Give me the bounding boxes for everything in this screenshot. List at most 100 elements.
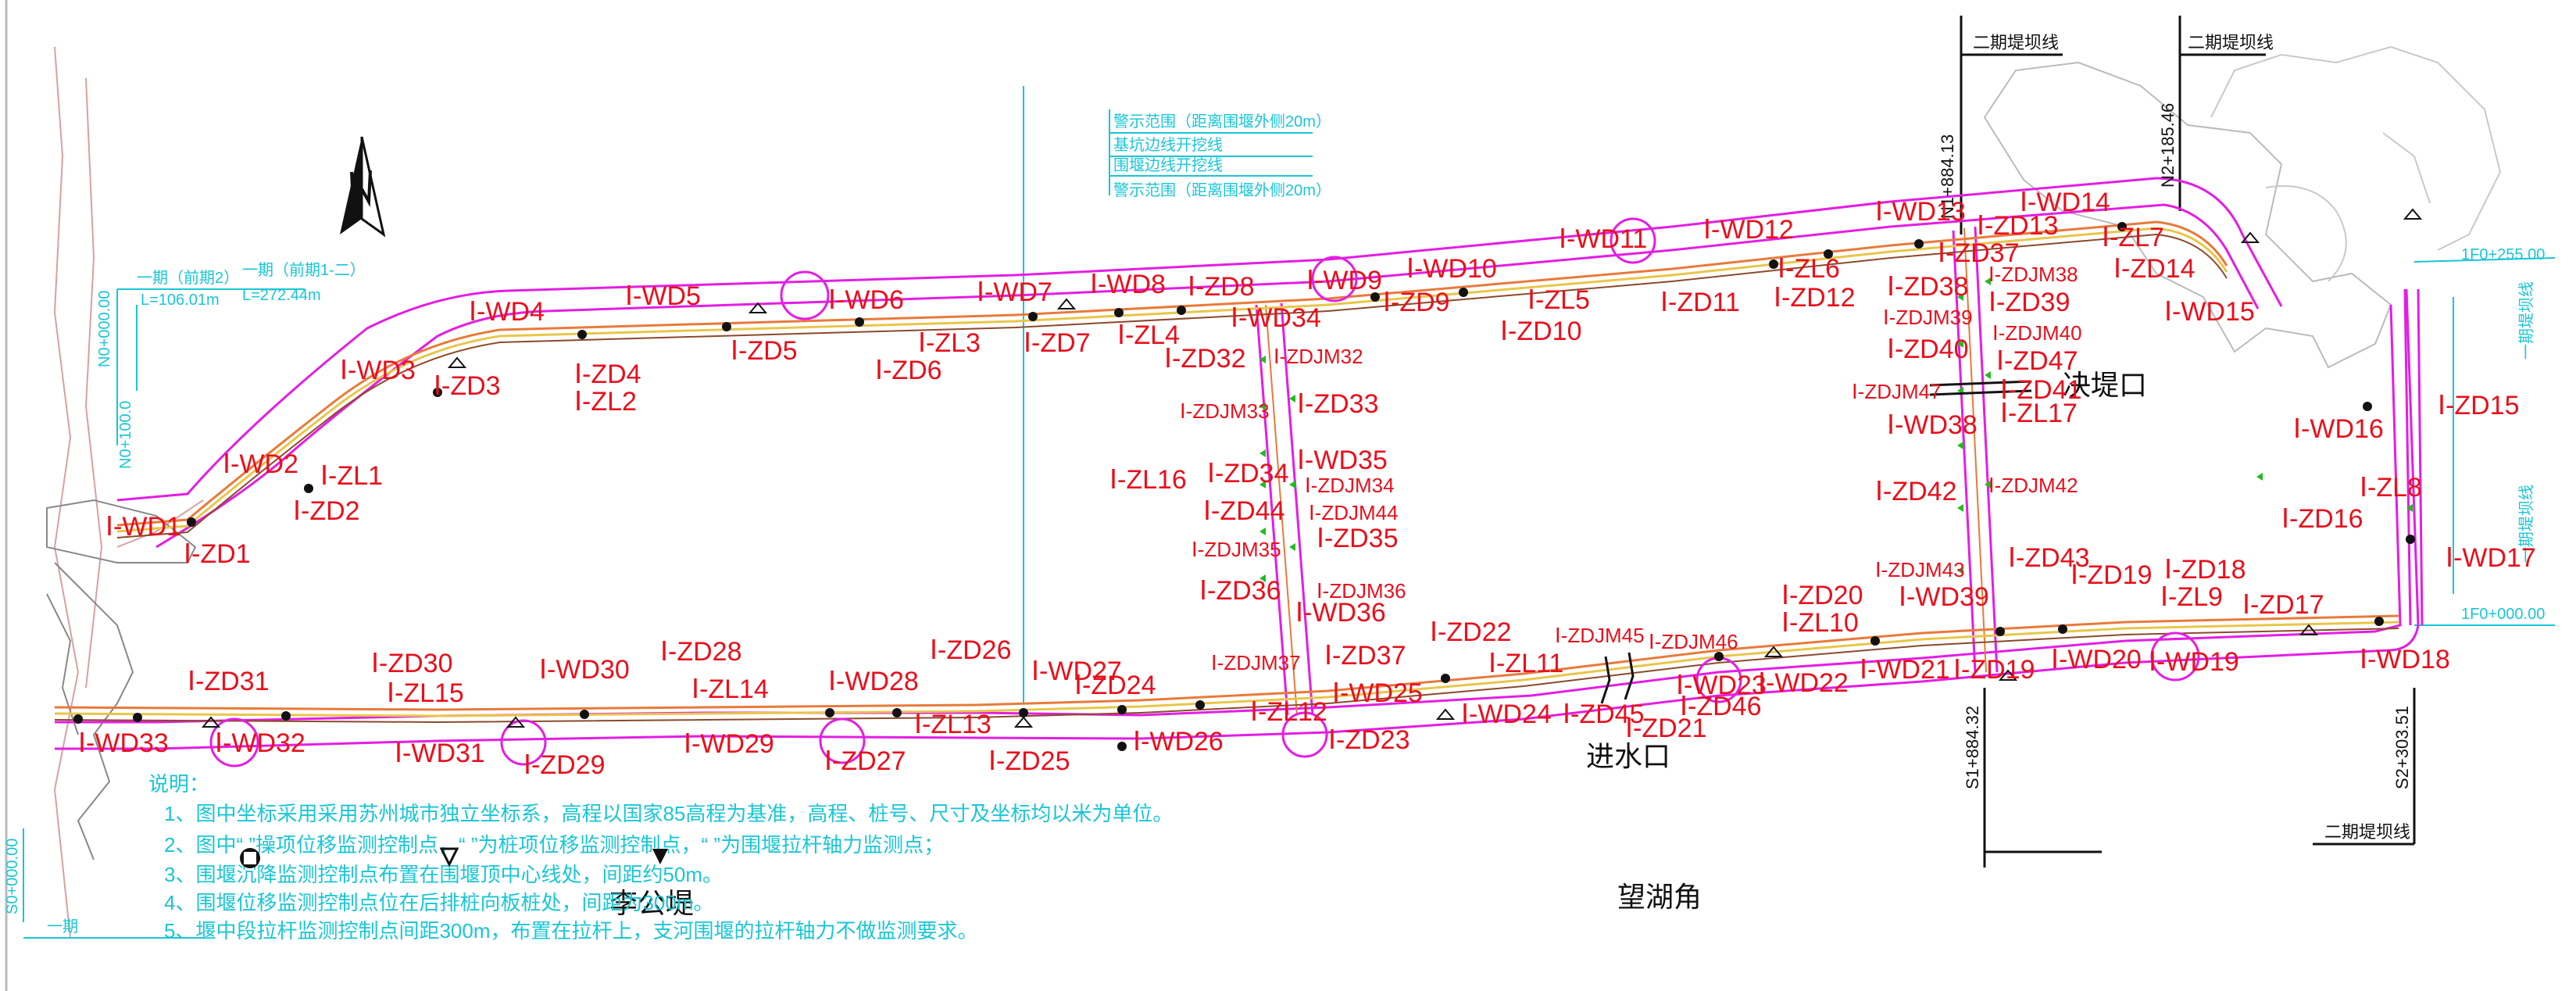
point-label-zd18: Ⅰ-ZD18	[2164, 555, 2246, 585]
station-lines	[1960, 16, 2416, 868]
point-label-zd16: Ⅰ-ZD16	[2281, 504, 2363, 534]
point-label-wd31: Ⅰ-WD31	[395, 739, 485, 768]
point-label-zdjm47: Ⅰ-ZDJM47	[1852, 380, 1942, 403]
point-label-zd10: Ⅰ-ZD10	[1500, 317, 1582, 346]
point-label-zd27: Ⅰ-ZD27	[824, 746, 906, 776]
point-label-wd3: Ⅰ-WD3	[340, 356, 416, 385]
point-label-zd13: Ⅰ-ZD13	[1977, 211, 2059, 241]
point-label-zd45: Ⅰ-ZD45	[1563, 699, 1645, 729]
point-label-zl12: Ⅰ-ZL12	[1250, 697, 1327, 727]
point-label-zl1: Ⅰ-ZL1	[320, 461, 383, 491]
place-wang-hu-jiao: 望湖角	[1617, 881, 1702, 913]
point-label-zl8: Ⅰ-ZL8	[2360, 473, 2422, 503]
station-s2: S2+303.51	[2392, 706, 2412, 789]
point-label-zd5: Ⅰ-ZD5	[731, 336, 798, 366]
point-label-wd10: Ⅰ-WD10	[1406, 254, 1497, 284]
outer-alert-boundary	[55, 177, 2420, 750]
station-labels: N1+884.13 N2+185.46 S1+884.32 S2+303.51 …	[4, 33, 2545, 936]
point-label-zl16: Ⅰ-ZL16	[1109, 465, 1187, 495]
notes-line4: 4、围堰位移监测控制点位在后排桩向板桩处，间距为300m。	[164, 891, 714, 914]
point-label-zd4: Ⅰ-ZD4	[574, 360, 641, 389]
point-label-zl14: Ⅰ-ZL14	[691, 674, 769, 704]
point-label-wd25: Ⅰ-WD25	[1332, 678, 1423, 708]
point-label-zl6: Ⅰ-ZL6	[1777, 254, 1840, 284]
station-m0: N0+100.0	[117, 401, 134, 469]
point-label-wd20: Ⅰ-WD20	[2051, 645, 2142, 674]
place-li-gong-di: 李公堤	[609, 887, 694, 919]
station-s1: S1+884.32	[1963, 706, 1982, 789]
point-label-wd17: Ⅰ-WD17	[2446, 543, 2536, 573]
legend-l1: 警示范围（距离围堰外侧20m）	[1113, 113, 1331, 131]
point-label-zdjm36: Ⅰ-ZDJM36	[1317, 579, 1406, 603]
notes-block: 说明： 1、图中坐标采用采用苏州城市独立坐标系，高程以国家85高程为基准，高程、…	[148, 772, 1173, 943]
point-label-zd7: Ⅰ-ZD7	[1024, 328, 1091, 358]
station-n0: N0+000.00	[96, 291, 113, 367]
point-label-zd41: Ⅰ-ZD41	[2000, 375, 2082, 405]
station-n1: N1+884.13	[1938, 134, 1957, 219]
point-label-zd39: Ⅰ-ZD39	[1988, 288, 2070, 317]
point-label-zd23: Ⅰ-ZD23	[1328, 725, 1410, 755]
point-label-wd9: Ⅰ-WD9	[1306, 266, 1382, 295]
warning-legend: 警示范围（距离围堰外侧20m） 基坑边线开挖线 围堰边线开挖线 警示范围（距离围…	[1113, 113, 1331, 199]
point-label-zd46: Ⅰ-ZD46	[1680, 692, 1762, 721]
point-label-zd19: Ⅰ-ZD19	[1953, 655, 2035, 685]
point-label-zd47: Ⅰ-ZD47	[1996, 346, 2078, 376]
point-label-zd30: Ⅰ-ZD30	[371, 649, 453, 678]
side-r-top: 一期堤坝线	[2517, 281, 2535, 360]
point-label-zdjm43: Ⅰ-ZDJM43	[1875, 558, 1965, 581]
point-label-wd7: Ⅰ-WD7	[977, 277, 1052, 307]
section-tl: 二期堤坝线	[1973, 33, 2059, 52]
section-tr: 二期堤坝线	[2188, 33, 2274, 52]
point-label-zd42: Ⅰ-ZD42	[1875, 477, 1957, 506]
point-label-zd17: Ⅰ-ZD17	[2242, 590, 2324, 620]
section-bl: 一期	[47, 918, 78, 936]
point-label-wd27: Ⅰ-WD27	[1031, 656, 1122, 686]
point-label-wd15: Ⅰ-WD15	[2164, 297, 2255, 327]
station-f-bot: 1F0+000.00	[2461, 606, 2545, 623]
point-label-zd24: Ⅰ-ZD24	[1074, 671, 1156, 700]
point-label-wd39: Ⅰ-WD39	[1899, 582, 1989, 612]
place-jin-shui-kou: 进水口	[1586, 740, 1670, 772]
point-label-zd8: Ⅰ-ZD8	[1188, 272, 1255, 302]
north-arrow-icon	[340, 136, 386, 238]
point-label-zd20: Ⅰ-ZD20	[1781, 581, 1863, 610]
point-label-zdjm46: Ⅰ-ZDJM46	[1649, 630, 1738, 653]
point-label-wd21: Ⅰ-WD21	[1860, 655, 1950, 685]
point-label-zl15: Ⅰ-ZL15	[387, 678, 464, 708]
point-label-zd19: Ⅰ-ZD19	[2070, 560, 2153, 590]
point-label-zd36: Ⅰ-ZD36	[1199, 576, 1281, 606]
point-label-wd36: Ⅰ-WD36	[1295, 598, 1386, 628]
station-f-top: 1F0+255.00	[2461, 246, 2545, 263]
notes-line2: 2、图中“ ”操项位移监测控制点，“ ”为桩项位移监测控制点，“ ”为围堰拉杆轴…	[164, 833, 944, 857]
point-label-zdjm33: Ⅰ-ZDJM33	[1180, 399, 1270, 423]
point-label-zdjm34: Ⅰ-ZDJM34	[1305, 474, 1395, 497]
point-label-zd9: Ⅰ-ZD9	[1383, 288, 1450, 317]
point-label-zd6: Ⅰ-ZD6	[875, 356, 942, 385]
point-label-wd32: Ⅰ-WD32	[215, 728, 305, 758]
notes-heading: 说明：	[148, 772, 209, 796]
point-label-zd21: Ⅰ-ZD21	[1625, 714, 1707, 743]
legend-l2: 基坑边线开挖线	[1113, 136, 1223, 154]
left-shore-sketch	[53, 46, 204, 939]
top-l2: 一期（前期1-二）	[242, 261, 366, 279]
point-label-wd4: Ⅰ-WD4	[469, 297, 545, 327]
notes-line3: 3、围堰沉降监测控制点布置在围堰顶中心线处，间距约50m。	[164, 863, 723, 886]
point-label-zd11: Ⅰ-ZD11	[1660, 288, 1740, 317]
point-label-zl17: Ⅰ-ZL17	[2000, 399, 2078, 428]
section-br: 二期堤坝线	[2324, 822, 2410, 842]
point-label-zd38: Ⅰ-ZD38	[1887, 272, 1969, 302]
point-label-zl3: Ⅰ-ZL3	[918, 328, 981, 358]
point-label-wd18: Ⅰ-WD18	[2360, 645, 2450, 674]
point-label-wd35: Ⅰ-WD35	[1297, 445, 1388, 475]
place-jue-di-kou: 决堤口	[2063, 369, 2147, 401]
point-label-zd26: Ⅰ-ZD26	[930, 635, 1012, 665]
right-shore-sketch	[1983, 45, 2502, 369]
point-label-zl4: Ⅰ-ZL4	[1117, 320, 1180, 350]
point-label-zl11: Ⅰ-ZL11	[1488, 649, 1563, 678]
notes-line5: 5、堰中段拉杆监测控制点间距300m，布置在拉杆上，支河围堰的拉杆轴力不做监测要…	[164, 919, 978, 943]
point-label-zdjm38: Ⅰ-ZDJM38	[1988, 263, 2078, 286]
point-label-wd8: Ⅰ-WD8	[1090, 270, 1166, 299]
top-l1: 一期（前期2）	[137, 269, 239, 287]
